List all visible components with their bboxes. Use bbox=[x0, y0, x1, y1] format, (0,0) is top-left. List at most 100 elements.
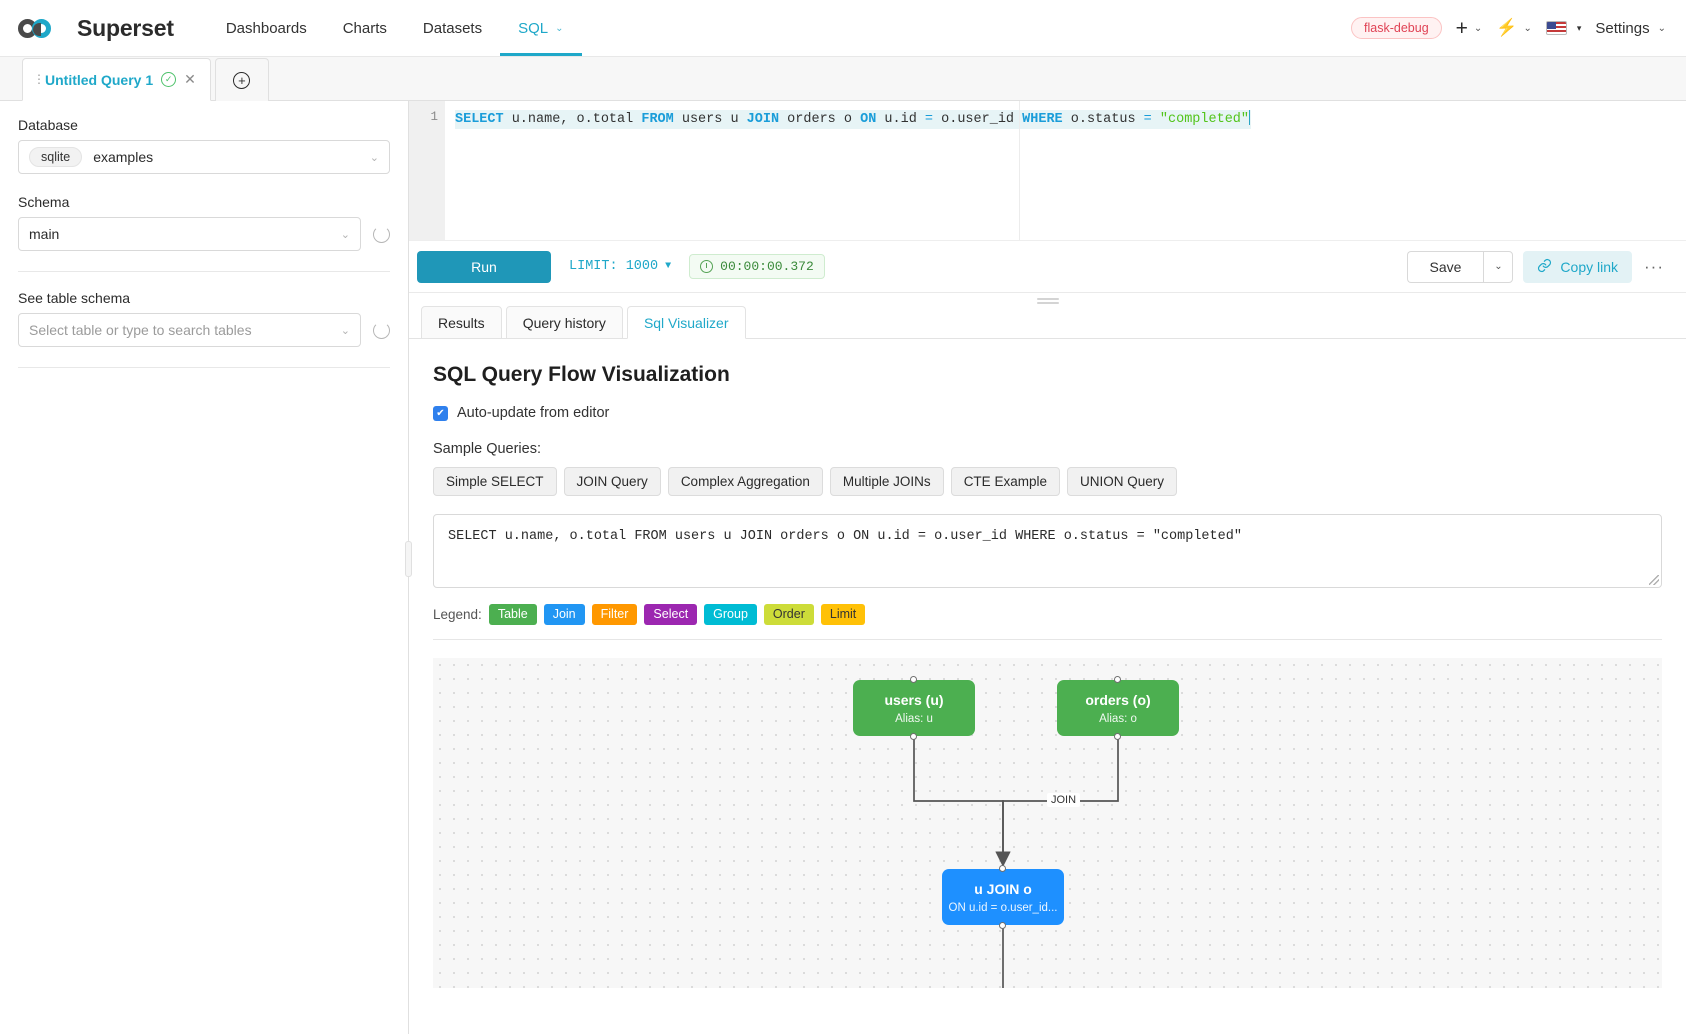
nav-label-charts: Charts bbox=[342, 19, 387, 37]
main-nav: Dashboards Charts Datasets SQL ⌄ bbox=[208, 0, 582, 56]
flow-port-bottom[interactable] bbox=[999, 922, 1006, 929]
settings-menu[interactable]: Settings ⌄ bbox=[1595, 20, 1666, 37]
nav-label-sql: SQL bbox=[518, 19, 549, 37]
sql-editor[interactable]: 1 SELECT u.name, o.total FROM users u JO… bbox=[409, 101, 1686, 241]
nav-link-dashboards[interactable]: Dashboards bbox=[208, 0, 325, 56]
editor-print-margin bbox=[1019, 101, 1020, 240]
line-number: 1 bbox=[430, 110, 438, 124]
flask-debug-badge[interactable]: flask-debug bbox=[1351, 17, 1442, 39]
run-button[interactable]: Run bbox=[417, 250, 551, 283]
save-button-group: Save ⌄ bbox=[1406, 250, 1514, 283]
limit-label: LIMIT: 1000 bbox=[569, 259, 659, 274]
sample-query-button-2[interactable]: Complex Aggregation bbox=[667, 467, 823, 496]
chevron-down-icon: ⌄ bbox=[1494, 261, 1503, 272]
textarea-resize-grip[interactable] bbox=[1649, 575, 1659, 585]
editor-gutter: 1 bbox=[409, 101, 445, 240]
database-select[interactable]: sqlite examples ⌄ bbox=[18, 140, 390, 174]
schema-label: Schema bbox=[18, 194, 70, 210]
database-label: Database bbox=[18, 117, 78, 133]
sample-query-button-1[interactable]: JOIN Query bbox=[563, 467, 661, 496]
more-options-icon[interactable]: ··· bbox=[1644, 256, 1664, 276]
new-menu-button[interactable]: + ⌄ bbox=[1456, 18, 1483, 39]
chevron-down-icon: ⌄ bbox=[369, 151, 379, 164]
clock-icon bbox=[700, 260, 714, 273]
flow-canvas[interactable]: users (u)Alias: u orders (o)Alias: o u JOI… bbox=[433, 658, 1662, 988]
nav-link-charts[interactable]: Charts bbox=[325, 0, 405, 56]
query-timer: 00:00:00.372 bbox=[689, 254, 825, 279]
plus-circle-icon: + bbox=[233, 71, 251, 89]
pane-drag-handle[interactable] bbox=[409, 293, 1686, 305]
nav-link-datasets[interactable]: Datasets bbox=[405, 0, 500, 56]
flow-node-subtitle: Alias: o bbox=[1099, 712, 1137, 725]
nav-link-sql[interactable]: SQL ⌄ bbox=[500, 0, 581, 56]
schema-value: main bbox=[29, 226, 60, 242]
tab-results-label: Results bbox=[438, 314, 485, 331]
flow-edge-label: JOIN bbox=[1047, 793, 1081, 807]
drag-handle-icon[interactable]: ⋮ bbox=[33, 72, 45, 86]
us-flag-icon bbox=[1545, 21, 1567, 35]
chevron-down-icon: ⌄ bbox=[340, 324, 350, 337]
table-schema-field: See table schema Select table or type to… bbox=[18, 290, 390, 347]
refresh-schema-icon[interactable] bbox=[373, 225, 390, 243]
query-tab-label: Untitled Query 1 bbox=[45, 71, 154, 88]
flow-node-subtitle: ON u.id = o.user_id... bbox=[948, 901, 1058, 914]
sidebar-divider-2 bbox=[18, 367, 390, 368]
chevron-down-icon: ⌄ bbox=[1473, 22, 1483, 34]
legend-badge-join: Join bbox=[543, 604, 585, 625]
flow-edge bbox=[913, 736, 1011, 867]
sql-input-textarea[interactable] bbox=[433, 514, 1662, 588]
tab-results[interactable]: Results bbox=[421, 306, 502, 339]
sample-query-button-5[interactable]: UNION Query bbox=[1066, 467, 1177, 496]
refresh-tables-icon[interactable] bbox=[373, 321, 390, 339]
flow-edges bbox=[913, 736, 1119, 988]
flow-port-top[interactable] bbox=[910, 676, 917, 683]
flow-port-bottom[interactable] bbox=[1114, 733, 1121, 740]
query-tab-untitled-query-1[interactable]: ⋮ Untitled Query 1 ✓ ✕ bbox=[22, 58, 211, 101]
save-dropdown-button[interactable]: ⌄ bbox=[1483, 250, 1514, 283]
right-pane: 1 SELECT u.name, o.total FROM users u JO… bbox=[409, 101, 1686, 1034]
flow-node-orders[interactable]: orders (o)Alias: o bbox=[1057, 676, 1179, 740]
navbar-right: flask-debug + ⌄ ⚡ ⌄ ▾ Settings ⌄ bbox=[1351, 17, 1666, 39]
editor-toolbar: Run LIMIT: 1000 ▼ 00:00:00.372 Save ⌄ bbox=[409, 241, 1686, 293]
flow-port-top[interactable] bbox=[999, 865, 1006, 872]
sidebar-resize-handle[interactable] bbox=[405, 541, 412, 577]
sql-code-line: SELECT u.name, o.total FROM users u JOIN… bbox=[455, 110, 1252, 129]
auto-update-label: Auto-update from editor bbox=[457, 405, 610, 421]
close-icon[interactable]: ✕ bbox=[184, 71, 196, 87]
sample-query-button-4[interactable]: CTE Example bbox=[950, 467, 1060, 496]
result-tabs: Results Query history Sql Visualizer bbox=[409, 305, 1686, 339]
timer-value: 00:00:00.372 bbox=[720, 259, 814, 274]
tab-query-history[interactable]: Query history bbox=[505, 306, 623, 339]
tab-sql-visualizer[interactable]: Sql Visualizer bbox=[626, 306, 746, 339]
main-area: Database sqlite examples ⌄ Schema main ⌄… bbox=[0, 101, 1686, 1034]
bolt-menu-button[interactable]: ⚡ ⌄ bbox=[1496, 18, 1532, 38]
left-sidebar: Database sqlite examples ⌄ Schema main ⌄… bbox=[0, 101, 412, 1034]
sample-query-button-0[interactable]: Simple SELECT bbox=[433, 467, 557, 496]
add-query-tab-button[interactable]: + bbox=[214, 58, 269, 101]
save-button[interactable]: Save bbox=[1406, 250, 1484, 283]
table-search-input[interactable]: Select table or type to search tables ⌄ bbox=[18, 313, 361, 347]
link-icon bbox=[1537, 258, 1552, 276]
flow-node-title: users (u) bbox=[884, 691, 944, 708]
superset-logo[interactable]: Superset bbox=[18, 15, 174, 42]
brand-name: Superset bbox=[77, 14, 174, 41]
legend-badge-filter: Filter bbox=[591, 604, 638, 625]
editor-code-area[interactable]: SELECT u.name, o.total FROM users u JOIN… bbox=[445, 101, 1686, 240]
flow-port-top[interactable] bbox=[1114, 676, 1121, 683]
caret-down-icon: ▾ bbox=[1576, 22, 1582, 33]
schema-select[interactable]: main ⌄ bbox=[18, 217, 361, 251]
language-selector[interactable]: ▾ bbox=[1545, 21, 1582, 35]
flow-node-users[interactable]: users (u)Alias: u bbox=[853, 676, 975, 740]
check-circle-icon: ✓ bbox=[161, 72, 177, 87]
limit-dropdown[interactable]: LIMIT: 1000 ▼ bbox=[569, 259, 671, 274]
auto-update-checkbox[interactable]: ✔ bbox=[433, 405, 448, 421]
copy-link-button[interactable]: Copy link bbox=[1523, 250, 1633, 283]
auto-update-row: ✔ Auto-update from editor bbox=[433, 405, 1662, 421]
sample-query-button-3[interactable]: Multiple JOINs bbox=[829, 467, 944, 496]
legend-badge-limit: Limit bbox=[820, 604, 866, 625]
nav-label-datasets: Datasets bbox=[422, 19, 483, 37]
flow-port-bottom[interactable] bbox=[910, 733, 917, 740]
database-value: examples bbox=[93, 149, 154, 165]
